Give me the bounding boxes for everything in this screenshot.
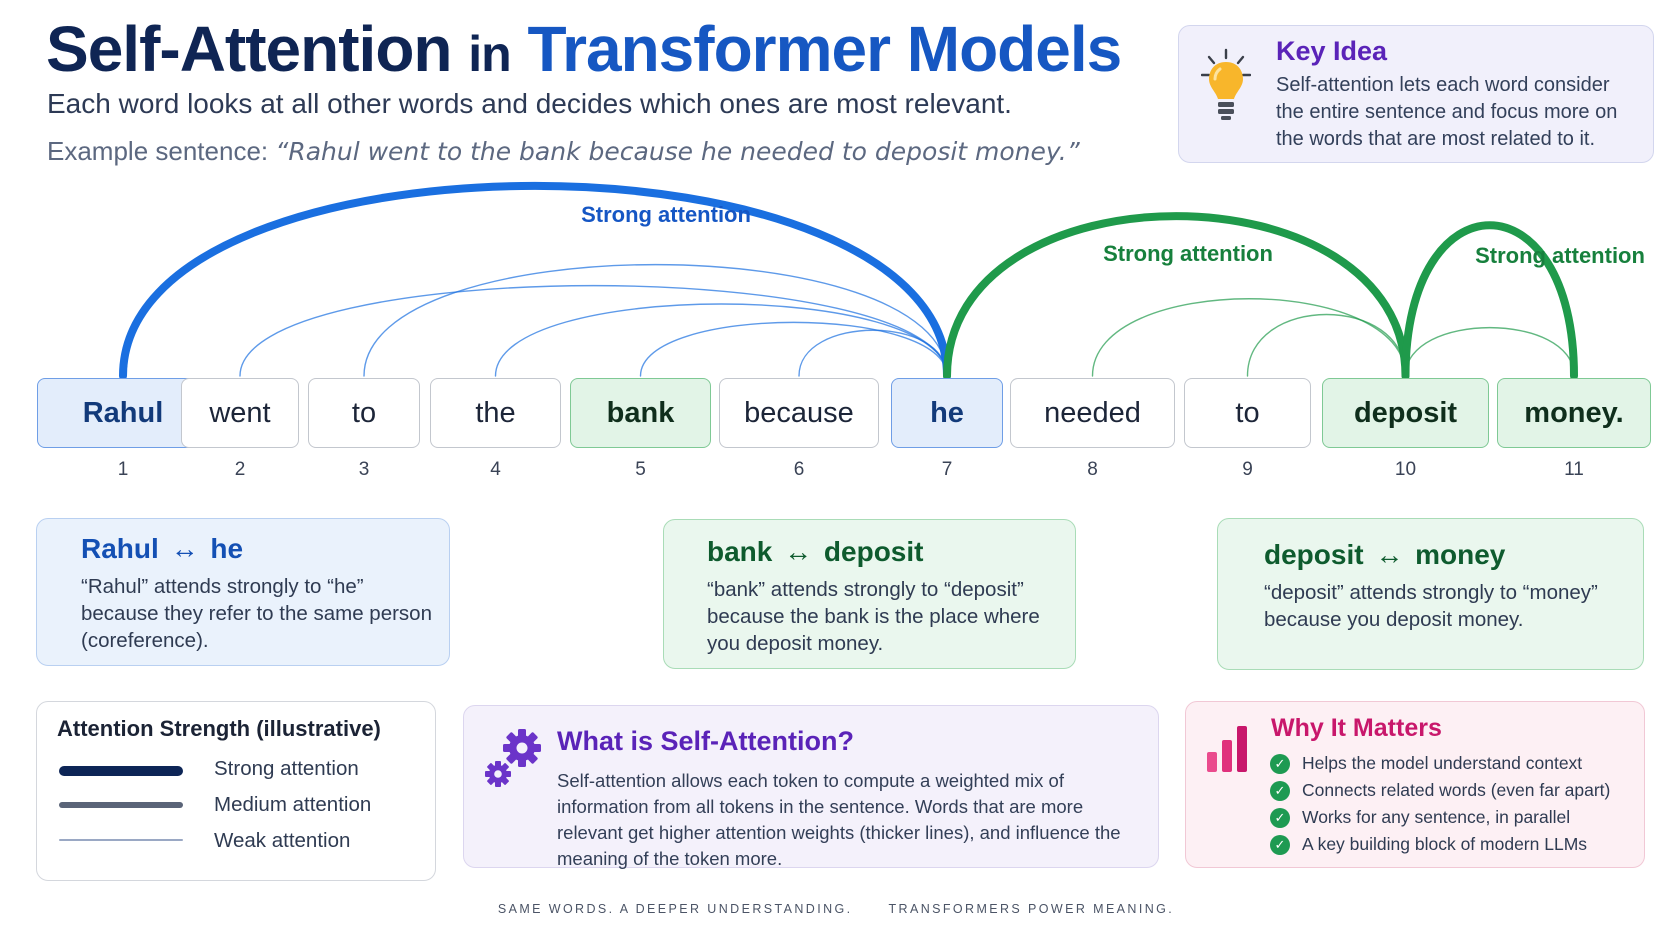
card-body-deposit-money: “deposit” attends strongly to “money” be… — [1264, 581, 1598, 631]
strong-attention-label-10-11: Strong attention — [1475, 243, 1645, 268]
why-item: ✓A key building block of modern LLMs — [1270, 831, 1610, 858]
token-1: Rahul — [37, 378, 209, 448]
strong-attention-label-7-1: Strong attention — [581, 202, 751, 227]
title-part-transformer-models: Transformer Models — [527, 13, 1123, 85]
attention-arc-7-6-weak — [798, 329, 948, 377]
token-3: to — [308, 378, 420, 448]
what-is-body: Self-attention allows each token to comp… — [557, 770, 1121, 869]
token-4: the — [430, 378, 561, 448]
card-body-bank-deposit: “bank” attends strongly to “deposit” bec… — [707, 578, 1040, 655]
card-term-b: money — [1415, 539, 1506, 570]
card-rahul-he: Rahul ↔ he “Rahul” attends strongly to “… — [36, 518, 450, 666]
legend-label-strong: Strong attention — [214, 757, 359, 780]
attention-arc-10-11-strong — [1401, 221, 1578, 380]
card-term-b: he — [210, 533, 244, 564]
why-list: ✓Helps the model understand context ✓Con… — [1270, 750, 1610, 858]
token-5: bank — [570, 378, 711, 448]
token-10: deposit — [1322, 378, 1489, 448]
page-subtitle: Each word looks at all other words and d… — [47, 88, 1012, 119]
legend-line-medium — [59, 802, 183, 808]
legend-label-weak: Weak attention — [214, 829, 351, 852]
card-term-a: Rahul — [81, 533, 159, 564]
bidirectional-arrow-icon: ↔ — [784, 536, 813, 567]
card-body-rahul-he: “Rahul” attends strongly to “he” because… — [81, 575, 432, 652]
token-8: needed — [1010, 378, 1175, 448]
token-6: because — [719, 378, 879, 448]
token-index-3: 3 — [358, 459, 370, 480]
key-idea-body: Self-attention lets each word consider t… — [1276, 74, 1618, 150]
check-icon: ✓ — [1270, 780, 1290, 801]
attention-arc-7-2-weak — [239, 285, 948, 377]
example-sentence-line: Example sentence: “Rahul went to the ban… — [47, 136, 1080, 167]
card-deposit-money: deposit ↔ money “deposit” attends strong… — [1217, 518, 1644, 670]
attention-arc-7-3-weak — [363, 263, 948, 377]
why-title: Why It Matters — [1271, 714, 1442, 742]
attention-arc-8-10-weak — [1091, 298, 1407, 377]
token-9: to — [1184, 378, 1311, 448]
what-is-self-attention-panel: What is Self-Attention? Self-attention a… — [463, 705, 1159, 869]
page-title: Self-Attention in Transformer Models — [46, 13, 1123, 85]
card-term-b: deposit — [823, 536, 924, 567]
card-title-bank-deposit: bank ↔ deposit — [707, 536, 923, 568]
footer-left: SAME WORDS. A DEEPER UNDERSTANDING. — [497, 902, 853, 916]
why-item: ✓Works for any sentence, in parallel — [1270, 804, 1610, 831]
why-item: ✓Connects related words (even far apart) — [1270, 777, 1610, 804]
title-part-in: in — [468, 26, 511, 82]
token-index-10: 10 — [1394, 459, 1417, 480]
gears-icon — [485, 729, 541, 787]
legend-title: Attention Strength (illustrative) — [57, 716, 381, 741]
attention-arc-7-4-weak — [494, 303, 948, 377]
check-icon: ✓ — [1270, 807, 1290, 828]
token-index-2: 2 — [234, 459, 246, 480]
example-label: Example sentence: — [47, 136, 269, 166]
token-index-1: 1 — [117, 459, 129, 480]
legend-line-weak — [59, 839, 183, 841]
attention-arc-10-11-weak — [1404, 326, 1575, 377]
card-term-a: deposit — [1264, 539, 1364, 570]
attention-strength-legend: Attention Strength (illustrative) Strong… — [36, 701, 436, 881]
key-idea-title: Key Idea — [1276, 36, 1388, 66]
card-title-deposit-money: deposit ↔ money — [1264, 539, 1505, 571]
strong-attention-label-7-10: Strong attention — [1103, 241, 1273, 266]
card-title-rahul-he: Rahul ↔ he — [81, 533, 243, 565]
why-item: ✓Helps the model understand context — [1270, 750, 1610, 777]
bidirectional-arrow-icon: ↔ — [1375, 539, 1404, 570]
attention-arc-7-10-strong — [943, 212, 1410, 380]
token-7: he — [891, 378, 1003, 448]
legend-line-strong — [59, 766, 183, 776]
token-11: money. — [1497, 378, 1651, 448]
token-index-9: 9 — [1242, 459, 1253, 480]
check-icon: ✓ — [1270, 753, 1290, 774]
token-index-11: 11 — [1564, 459, 1584, 480]
attention-arc-7-1-strong — [119, 182, 951, 380]
token-index-4: 4 — [490, 459, 501, 480]
legend-label-medium: Medium attention — [214, 793, 372, 816]
check-icon: ✓ — [1270, 834, 1290, 855]
attention-arc-7-5-weak — [639, 321, 948, 377]
card-bank-deposit: bank ↔ deposit “bank” attends strongly t… — [663, 519, 1076, 669]
title-part-self-attention: Self-Attention — [46, 13, 452, 85]
token-index-8: 8 — [1087, 459, 1098, 480]
token-index-7: 7 — [941, 459, 953, 480]
lightbulb-icon — [1201, 48, 1251, 120]
token-index-6: 6 — [793, 459, 805, 480]
token-index-5: 5 — [635, 459, 646, 480]
footer-right: TRANSFORMERS POWER MEANING. — [888, 902, 1175, 916]
token-2: went — [181, 378, 299, 448]
bidirectional-arrow-icon: ↔ — [170, 533, 199, 564]
card-term-a: bank — [707, 536, 773, 567]
why-it-matters-panel: Why It Matters ✓Helps the model understa… — [1185, 701, 1645, 868]
bar-chart-icon — [1207, 726, 1247, 772]
example-sentence: “Rahul went to the bank because he neede… — [275, 137, 1080, 166]
attention-arc-9-10-weak — [1246, 313, 1407, 377]
key-idea-panel: Key Idea Self-attention lets each word c… — [1178, 25, 1654, 163]
what-is-title: What is Self-Attention? — [557, 726, 854, 756]
footer-tagline: SAME WORDS. A DEEPER UNDERSTANDING. TRANS… — [0, 902, 1672, 916]
